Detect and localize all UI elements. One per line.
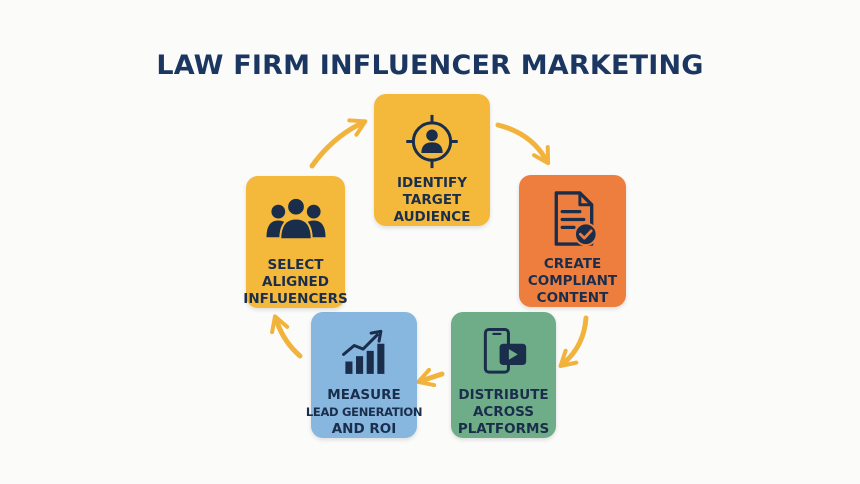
step-create-compliant-content: CREATE COMPLIANT CONTENT: [519, 175, 626, 307]
target-person-icon: [406, 114, 458, 169]
label-line: DISTRIBUTE: [458, 387, 549, 403]
arrow-identify-to-create: [495, 122, 551, 166]
page-title: LAW FIRM INFLUENCER MARKETING: [156, 50, 704, 81]
step-label: DISTRIBUTE ACROSS PLATFORMS: [458, 387, 549, 438]
label-line: AUDIENCE: [393, 209, 471, 225]
document-check-icon: [554, 191, 598, 247]
arrow-create-to-distribute: [558, 315, 589, 369]
step-select-aligned-influencers: SELECT ALIGNED INFLUENCERS: [243, 176, 348, 308]
label-line: IDENTIFY: [397, 175, 467, 191]
label-line: MEASURE: [327, 387, 401, 403]
label-line: COMPLIANT: [527, 273, 618, 289]
step-measure-lead-generation-roi: MEASURE LEAD GENERATION AND ROI: [306, 312, 422, 438]
step-label: SELECT ALIGNED INFLUENCERS: [243, 257, 347, 308]
label-line: INFLUENCERS: [243, 291, 348, 307]
label-line: SELECT: [267, 257, 324, 273]
arrow-select-to-identify: [309, 118, 368, 169]
label-line: CREATE: [543, 256, 602, 272]
label-line: ACROSS: [472, 404, 535, 420]
step-label: CREATE COMPLIANT CONTENT: [528, 256, 617, 307]
label-line: CONTENT: [536, 290, 609, 306]
label-line: AND ROI: [331, 421, 397, 437]
step-distribute-across-platforms: DISTRIBUTE ACROSS PLATFORMS: [451, 312, 556, 438]
label-line: ALIGNED: [262, 274, 329, 290]
arrow-distribute-to-measure: [416, 367, 445, 388]
step-identify-target-audience: IDENTIFY TARGET AUDIENCE: [374, 94, 490, 226]
label-line: LEAD GENERATION: [305, 405, 423, 419]
people-group-icon: [265, 196, 326, 241]
label-line: PLATFORMS: [457, 421, 550, 437]
arrow-measure-to-select: [270, 314, 303, 359]
step-label: IDENTIFY TARGET AUDIENCE: [394, 175, 471, 226]
step-label: MEASURE LEAD GENERATION AND ROI: [305, 387, 423, 438]
growth-chart-icon: [342, 329, 385, 374]
mobile-video-icon: [483, 328, 526, 374]
label-line: TARGET: [402, 192, 462, 208]
